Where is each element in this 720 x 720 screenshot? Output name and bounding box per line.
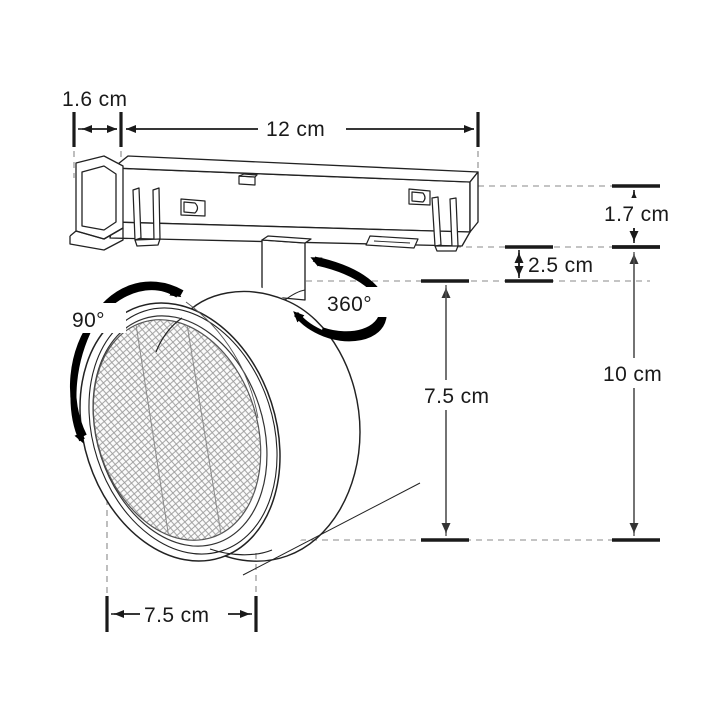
- annotation-rotation-360: 360°: [293, 256, 392, 342]
- stem-top: [261, 235, 312, 244]
- angle-label-90: 90°: [72, 309, 105, 332]
- bracket-inner: [81, 165, 117, 231]
- dim-track-height: 1.7 cm: [600, 184, 704, 249]
- angle-label-bg-360: [324, 287, 392, 317]
- rail-tab-small-top: [238, 173, 258, 178]
- loop-arrow-360-upper: [310, 256, 386, 337]
- dim-label-track-height: 1.7 cm: [604, 203, 669, 226]
- head-barrel-outline: [181, 290, 361, 562]
- dim-label-stem-height: 2.5 cm: [528, 254, 593, 277]
- dim-label-bg-17: [600, 198, 704, 228]
- head-leader-line: [242, 482, 421, 576]
- head-rotation-guide: [185, 301, 259, 419]
- mesh-honeycomb-lens: [92, 319, 262, 541]
- bracket-foot: [69, 228, 124, 251]
- clip-left-b: [152, 187, 161, 242]
- end-bracket: [69, 155, 124, 251]
- clip-left-foot: [134, 238, 161, 247]
- dim-label-bg-track: [258, 114, 346, 144]
- rail-end-face: [469, 171, 479, 233]
- dim-label-bg-75v: [420, 380, 512, 410]
- rail-port-right-inner: [411, 191, 426, 203]
- angle-label-360: 360°: [327, 293, 372, 316]
- clip-right-foot: [434, 245, 459, 252]
- connector-stem: [261, 235, 312, 301]
- bracket-base-edge: [75, 227, 124, 240]
- annotation-tilt-90: 90°: [68, 281, 184, 444]
- dim-head-height: 7.5 cm: [420, 279, 512, 542]
- rail-surface-details: [180, 173, 431, 249]
- head-top-edge: [155, 317, 183, 353]
- mounting-clips: [132, 187, 459, 252]
- dim-label-head-diameter: 7.5 cm: [144, 604, 209, 627]
- clip-right-b: [449, 197, 459, 248]
- dim-label-bg-dia: [140, 599, 228, 629]
- dim-label-bracket-width: 1.6 cm: [62, 88, 127, 111]
- lens-segment-lines: [134, 311, 223, 546]
- dim-label-track-length: 12 cm: [266, 118, 325, 141]
- dim-label-total-height: 10 cm: [603, 363, 662, 386]
- head-bottom-edge: [209, 548, 273, 556]
- angle-label-bg-90: [68, 303, 126, 333]
- dim-track-length: 12 cm: [126, 112, 480, 147]
- dim-label-head-height: 7.5 cm: [424, 385, 489, 408]
- rail-label-line: [373, 240, 411, 244]
- dim-stem-height: 2.5 cm: [505, 245, 593, 283]
- dim-total-height: 10 cm: [600, 245, 692, 542]
- dim-label-bg-10: [600, 358, 692, 388]
- lens-bezel-ring-2: [88, 307, 278, 555]
- rail-port-inner: [183, 201, 199, 214]
- dim-bracket-width: 1.6 cm: [62, 88, 127, 147]
- head-stem-join: [284, 289, 306, 301]
- cylindrical-lamp-head: [79, 279, 421, 576]
- dim-head-diameter: 7.5 cm: [105, 596, 258, 632]
- clip-left-a: [132, 187, 142, 241]
- clip-right-a: [431, 196, 442, 247]
